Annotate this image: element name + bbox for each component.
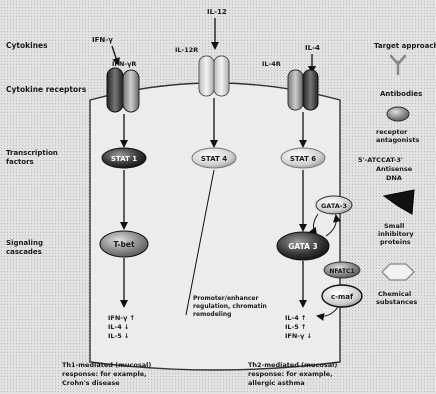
cytokine-il12-label: IL-12 [207,8,227,16]
stat1-label: STAT 1 [111,155,137,163]
gata3-small-label: GATA-3 [321,202,347,210]
promoter-text-2: regulation, chromatin [193,303,267,310]
il4-receptor [288,70,318,110]
th2-caption-1: Th2-mediated (mucosal) [248,361,337,369]
receptor-antagonist-icon [387,107,409,121]
legend-antisense-2: Antisense [376,165,413,173]
legend-antagonists-2: antagonists [376,136,419,144]
th2-caption-2: response: for example, [248,370,333,378]
label-signaling-cascades-2: cascades [6,248,42,256]
legend-title: Target approach [374,42,436,50]
legend-chemical-1: Chemical [378,290,411,298]
label-cytokine-receptors: Cytokine receptors [6,85,87,94]
legend-antisense-1: 5'-ATCCAT-3' [358,156,403,164]
label-signaling-cascades-1: Signaling [6,239,43,247]
il12-receptor [199,56,229,96]
cmaf-label: c-maf [331,293,354,301]
nfatc1-label: NFATC1 [329,268,354,275]
cytokine-ifn-label: IFN-γ [92,36,113,44]
legend-inhibitory-2: inhibitory [378,230,414,238]
th1-caption-2: response: for example, [62,370,147,378]
promoter-text-3: remodeling [193,311,231,318]
label-cytokines: Cytokines [6,41,48,50]
th1-caption-1: Th1-mediated (mucosal) [62,361,151,369]
th2-output-il4: IL-4 ↑ [285,314,307,322]
legend-antagonists-1: receptor [376,128,408,136]
th1-output-ifn: IFN-γ ↑ [108,314,135,322]
ifn-gamma-receptor [107,68,139,112]
receptor-il4r-label: IL-4R [262,60,281,68]
legend-inhibitory-3: proteins [380,238,411,246]
cytokine-il4-label: IL-4 [305,44,320,52]
th2-output-il5: IL-5 ↑ [285,323,307,331]
gata3-label: GATA 3 [288,242,318,251]
th1-caption-3: Crohn's disease [62,379,120,387]
th1-output-il5: IL-5 ↓ [108,332,130,340]
tbet-label: T-bet [113,240,135,249]
legend-inhibitory-1: Small [384,222,404,230]
th2-caption-3: allergic asthma [248,379,305,387]
receptor-ifn-label: IFN-γR [112,60,136,68]
th2-output-ifn: IFN-γ ↓ [285,332,312,340]
stat6-label: STAT 6 [290,155,316,163]
chemical-substance-icon [382,264,414,280]
receptor-il12r-label: IL-12R [175,46,198,54]
stat4-label: STAT 4 [201,155,227,163]
legend-chemical-2: substances [376,298,417,306]
label-transcription-factors-2: factors [6,158,34,166]
promoter-text-1: Promoter/enhancer [193,295,258,302]
label-transcription-factors-1: Transcription [6,149,58,157]
legend-antisense-3: DNA [386,174,402,182]
th1-output-il4: IL-4 ↓ [108,323,130,331]
legend-antibodies: Antibodies [380,90,422,98]
